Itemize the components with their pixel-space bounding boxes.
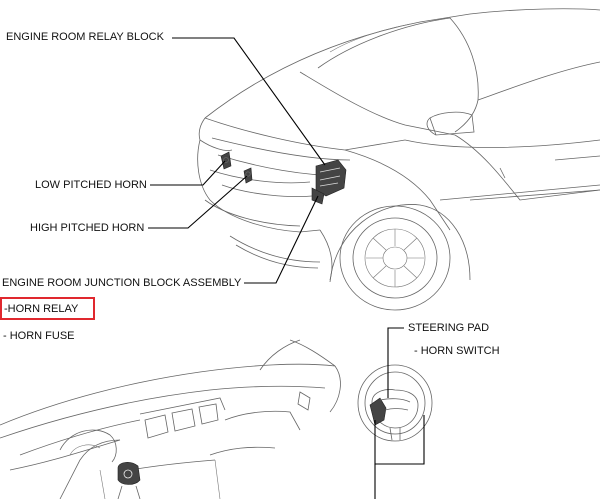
label-horn-fuse: - HORN FUSE [3, 330, 75, 342]
horn-relay-highlight-box [0, 297, 95, 320]
low-pitched-horn-part [220, 151, 232, 170]
label-engine-room-relay-block: ENGINE ROOM RELAY BLOCK [6, 31, 164, 43]
vehicle-illustration [197, 8, 600, 311]
label-horn-switch: - HORN SWITCH [414, 345, 500, 357]
dashboard-illustration [0, 339, 341, 499]
leader-lines-car [148, 37, 326, 284]
label-horn-relay: -HORN RELAY [4, 303, 79, 315]
label-steering-pad: STEERING PAD [408, 322, 490, 334]
steering-wheel-illustration [357, 364, 433, 442]
leader-lines-steering [374, 327, 425, 499]
label-engine-room-junction-block-assembly: ENGINE ROOM JUNCTION BLOCK ASSEMBLY [2, 277, 242, 289]
high-pitched-horn-part [243, 167, 253, 184]
label-high-pitched-horn: HIGH PITCHED HORN [30, 222, 145, 234]
label-low-pitched-horn: LOW PITCHED HORN [35, 179, 147, 191]
